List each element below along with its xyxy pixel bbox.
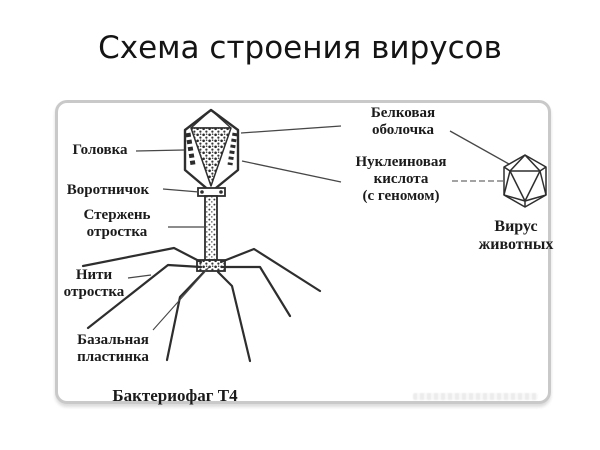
virus-diagram-panel: Головка Воротничок Стержень отростка Нит… bbox=[55, 100, 553, 405]
label-collar: Воротничок bbox=[66, 182, 150, 198]
phage-tail-rod bbox=[204, 195, 218, 261]
virus-structure-drawing bbox=[81, 108, 547, 363]
phage-collar bbox=[197, 187, 226, 197]
label-tail-rod: Стержень отростка bbox=[83, 207, 151, 240]
animal-virus-icosahedron bbox=[503, 154, 547, 208]
label-base-plate: Базальная пластинка bbox=[77, 332, 149, 365]
page-title: Схема строения вирусов bbox=[98, 30, 502, 66]
watermark-smudge bbox=[413, 393, 538, 400]
label-nucleic-acid: Нуклеиновая кислота (с геномом) bbox=[355, 154, 447, 204]
caption-bacteriophage-t4: Бактериофаг Т4 bbox=[112, 386, 238, 405]
label-head: Головка bbox=[72, 142, 128, 158]
phage-tail-fibers bbox=[81, 246, 322, 363]
label-protein-coat: Белковая оболочка bbox=[370, 105, 436, 138]
label-tail-fibers: Нити отростка bbox=[63, 267, 125, 300]
phage-head-capsid bbox=[183, 108, 240, 194]
label-animal-virus: Вирус животных bbox=[478, 218, 554, 253]
label-leader-lines bbox=[127, 125, 510, 331]
phage-base-plate bbox=[196, 259, 226, 272]
